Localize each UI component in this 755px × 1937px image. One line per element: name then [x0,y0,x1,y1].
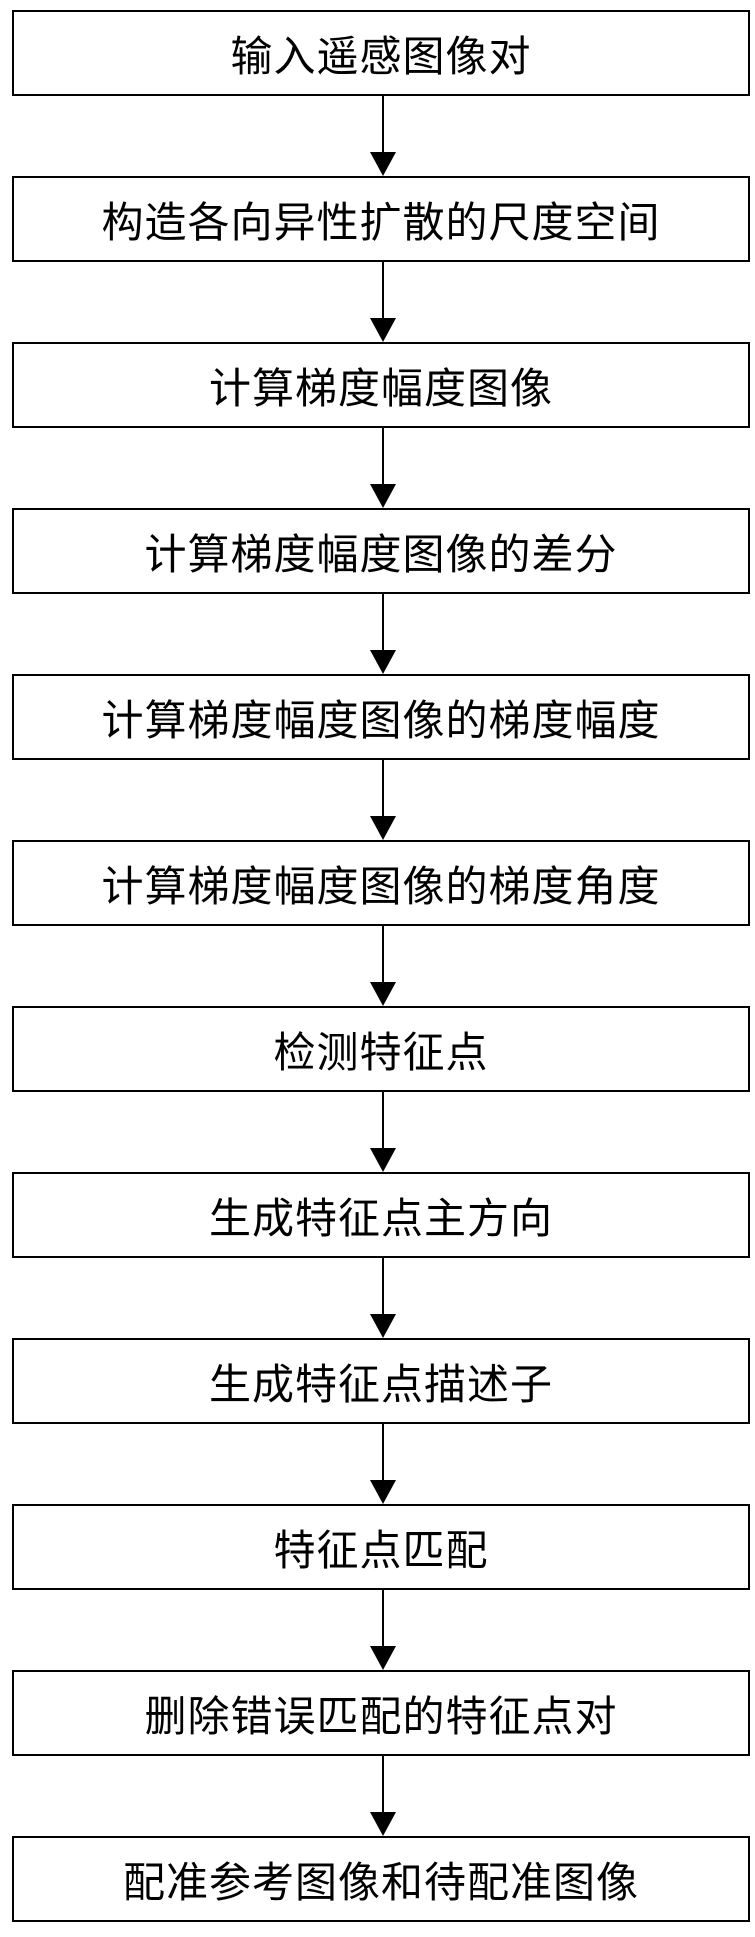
arrow-head-icon [370,1812,396,1836]
step-box-5: 计算梯度幅度图像的梯度幅度 [12,674,750,760]
flow-arrow-10 [370,1590,396,1670]
flow-arrow-1 [370,96,396,176]
flow-arrow-4 [370,594,396,674]
step-box-4: 计算梯度幅度图像的差分 [12,508,750,594]
step-box-7: 检测特征点 [12,1006,750,1092]
flow-arrow-11 [370,1756,396,1836]
flow-arrow-6 [370,926,396,1006]
step-box-11: 删除错误匹配的特征点对 [12,1670,750,1756]
arrow-head-icon [370,982,396,1006]
step-box-1: 输入遥感图像对 [12,10,750,96]
arrow-head-icon [370,318,396,342]
arrow-head-icon [370,650,396,674]
arrow-head-icon [370,1314,396,1338]
arrow-head-icon [370,816,396,840]
step-label-6: 计算梯度幅度图像的梯度角度 [101,861,661,911]
step-label-8: 生成特征点主方向 [208,1193,553,1243]
flow-arrow-3 [370,428,396,508]
flow-arrow-8 [370,1258,396,1338]
flow-arrow-7 [370,1092,396,1172]
step-box-6: 计算梯度幅度图像的梯度角度 [12,840,750,926]
arrow-head-icon [370,1646,396,1670]
step-box-12: 配准参考图像和待配准图像 [12,1836,750,1922]
arrow-head-icon [370,484,396,508]
step-box-10: 特征点匹配 [12,1504,750,1590]
step-box-3: 计算梯度幅度图像 [12,342,750,428]
step-label-7: 检测特征点 [273,1027,489,1077]
flow-arrow-5 [370,760,396,840]
step-label-4: 计算梯度幅度图像的差分 [144,529,618,579]
step-label-10: 特征点匹配 [273,1525,489,1575]
step-label-2: 构造各向异性扩散的尺度空间 [101,197,661,247]
step-label-9: 生成特征点描述子 [208,1359,553,1409]
step-label-5: 计算梯度幅度图像的梯度幅度 [101,695,661,745]
flow-arrow-2 [370,262,396,342]
arrow-head-icon [370,152,396,176]
step-box-8: 生成特征点主方向 [12,1172,750,1258]
step-label-12: 配准参考图像和待配准图像 [122,1857,639,1907]
flow-arrow-9 [370,1424,396,1504]
step-box-9: 生成特征点描述子 [12,1338,750,1424]
step-label-11: 删除错误匹配的特征点对 [144,1691,618,1741]
step-label-3: 计算梯度幅度图像 [208,363,553,413]
arrow-head-icon [370,1148,396,1172]
step-label-1: 输入遥感图像对 [230,31,532,81]
step-box-2: 构造各向异性扩散的尺度空间 [12,176,750,262]
arrow-head-icon [370,1480,396,1504]
